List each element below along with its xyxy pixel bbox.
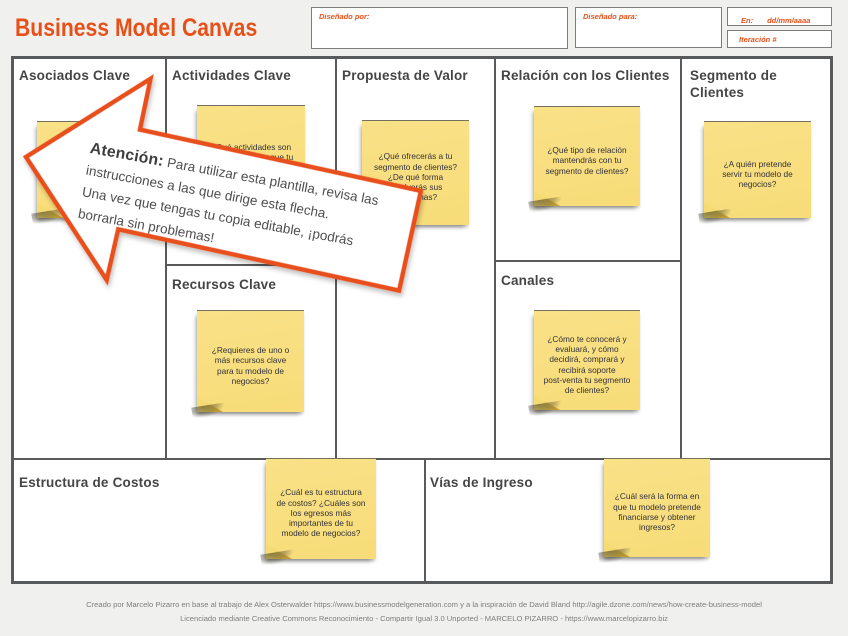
- designed-by-label: Diseñado por:: [319, 12, 370, 21]
- date-label-text: En:: [741, 16, 754, 25]
- note-propuesta[interactable]: ¿Qué ofrecerás a tu segmento de clientes…: [362, 120, 469, 225]
- divider-relacion-canales: [494, 260, 682, 262]
- divider-propuesta-relacion: [494, 59, 496, 458]
- cell-title-recursos: Recursos Clave: [172, 277, 277, 292]
- footer: Creado por Marcelo Pizarro en base al tr…: [0, 598, 848, 625]
- note-estructura[interactable]: ¿Cuál es tu estructura de costos? ¿Cuále…: [266, 458, 376, 559]
- note-text: ¿Cómo te conocerá y evaluará, y cómo dec…: [543, 333, 631, 396]
- note-vias[interactable]: ¿Cuál será la forma en que tu modelo pre…: [604, 458, 710, 557]
- cell-title-vias: Vías de Ingreso: [430, 475, 533, 490]
- note-recursos[interactable]: ¿Requieres de uno o más recursos clave p…: [197, 310, 304, 412]
- date-placeholder: dd/mm/aaaa: [767, 16, 811, 25]
- cell-title-relacion: Relación con los Clientes: [501, 68, 670, 83]
- date-label: En: dd/mm/aaaa: [741, 16, 810, 25]
- note-text: ¿A quién pretende servir tu modelo de ne…: [722, 158, 793, 190]
- footer-credit-line: Creado por Marcelo Pizarro en base al tr…: [86, 600, 762, 609]
- iteration-field[interactable]: Iteración #: [727, 30, 832, 48]
- page-title: Business Model Canvas: [15, 14, 258, 42]
- designed-for-label: Diseñado para:: [583, 12, 638, 21]
- cell-title-asociados: Asociados Clave: [19, 68, 131, 83]
- note-segmento[interactable]: ¿A quién pretende servir tu modelo de ne…: [704, 121, 811, 218]
- footer-license-line: Licenciado mediante Creative Commons Rec…: [180, 613, 668, 623]
- iteration-label: Iteración #: [739, 35, 777, 44]
- cell-title-canales: Canales: [501, 273, 555, 288]
- note-text: ¿Requieres de uno o más recursos clave p…: [211, 344, 290, 386]
- date-field[interactable]: En: dd/mm/aaaa: [727, 7, 832, 26]
- cell-title-actividades: Actividades Clave: [172, 68, 291, 83]
- divider-estructura-vias: [424, 458, 426, 581]
- note-text: ¿Cuál es tu estructura de costos? ¿Cuále…: [276, 487, 366, 539]
- divider-asociados-actividades: [165, 59, 167, 458]
- note-relacion[interactable]: ¿Qué tipo de relación mantendrás con tu …: [534, 106, 640, 206]
- note-text: ¿Qué tipo de relación mantendrás con tu …: [545, 145, 629, 176]
- designed-for-field[interactable]: Diseñado para:: [575, 7, 722, 48]
- cell-title-segmento: Segmento de Clientes: [690, 68, 777, 100]
- cell-title-propuesta: Propuesta de Valor: [342, 68, 468, 83]
- note-text: ¿Cuál será la forma en que tu modelo pre…: [613, 491, 701, 533]
- divider-relacion-segmento: [680, 59, 682, 458]
- note-canales[interactable]: ¿Cómo te conocerá y evaluará, y cómo dec…: [534, 310, 640, 410]
- divider-top-bottom-row: [14, 458, 830, 460]
- designed-by-field[interactable]: Diseñado por:: [311, 7, 568, 49]
- cell-title-estructura: Estructura de Costos: [19, 475, 160, 490]
